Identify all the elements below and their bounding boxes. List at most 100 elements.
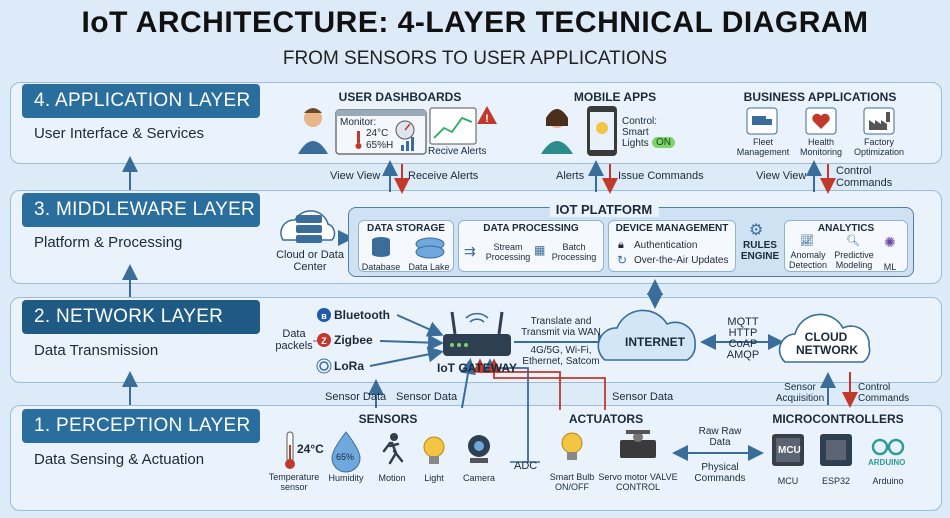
smartphone-icon xyxy=(587,106,617,156)
microcontrollers-title: MICROCONTROLLERS xyxy=(772,412,904,426)
camera-label: Camera xyxy=(462,473,495,483)
servo-motor-icon xyxy=(620,430,656,458)
arduino-logo-text: ARDUINO xyxy=(868,458,906,467)
svg-text:Z: Z xyxy=(321,336,327,346)
bluetooth-label: Bluetooth xyxy=(334,308,390,322)
data-packets-label: Data packels xyxy=(275,328,313,352)
view-view-label-2: View View xyxy=(756,170,807,182)
data-processing-title: DATA PROCESSING xyxy=(483,223,579,234)
stream-processing-label: Stream Processing xyxy=(485,242,531,262)
temperature-label: Temperature sensor xyxy=(268,472,320,492)
translate-label: Translate and Transmit via WAN xyxy=(521,316,601,338)
monitor-temp: 24°C xyxy=(366,128,389,139)
camera-icon xyxy=(468,435,490,463)
application-layer-title: 4. APPLICATION LAYER xyxy=(22,84,260,118)
protocol-amqp: AMQP xyxy=(726,349,760,361)
user-dashboards-title: USER DASHBOARDS xyxy=(338,90,462,104)
mobile-user-icon xyxy=(541,109,573,154)
protocol-http: HTTP xyxy=(728,327,758,339)
control-commands-label: Control Commands xyxy=(836,165,893,189)
predictive-icon: 🔍︎ xyxy=(846,235,860,247)
data-storage-title: DATA STORAGE xyxy=(367,223,445,234)
fleet-truck-icon xyxy=(746,107,778,135)
line-chart-icon xyxy=(429,107,477,145)
light-bulb-icon xyxy=(423,436,445,464)
bar-chart-icon xyxy=(401,137,414,151)
arrow-sensor-data-2 xyxy=(460,358,476,409)
ml-label: ML xyxy=(883,262,897,272)
perception-layer-title: 1. PERCEPTION LAYER xyxy=(22,409,260,443)
zigbee-label: Zigbee xyxy=(334,333,373,347)
humidity-value: 65% xyxy=(336,452,355,462)
lora-label: LoRa xyxy=(334,359,364,373)
internet-label: INTERNET xyxy=(625,335,685,349)
physical-commands-label: Physical Commands xyxy=(694,462,746,484)
perception-layer-subtitle: Data Sensing & Actuation xyxy=(34,451,205,468)
data-lake-label: Data Lake xyxy=(408,262,450,272)
humidity-label: Humidity xyxy=(328,473,364,483)
ml-brain-icon: ✺ xyxy=(884,234,896,250)
smart-bulb-icon xyxy=(561,432,583,460)
middleware-layer-title: 3. MIDDLEWARE LAYER xyxy=(22,193,260,227)
mcu-label: MCU xyxy=(777,476,799,486)
motion-person-icon xyxy=(382,433,404,465)
analytics-title: ANALYTICS xyxy=(817,223,875,234)
diagram-title: IoT ARCHITECTURE: 4-LAYER TECHNICAL DIAG… xyxy=(81,6,869,39)
authentication-label: Authentication xyxy=(634,240,698,251)
cloud-server-icon xyxy=(280,210,336,243)
middleware-layer-subtitle: Platform & Processing xyxy=(34,234,183,251)
svg-text:!: ! xyxy=(485,113,489,125)
smart-label: Smart xyxy=(622,127,649,138)
cloud-datacenter-label: Cloud or Data Center xyxy=(276,249,344,273)
view-view-label-1: View View xyxy=(330,170,381,182)
network-layer-subtitle: Data Transmission xyxy=(34,342,159,359)
arduino-label: Arduino xyxy=(872,476,904,486)
arrow-zigbee-gateway xyxy=(379,334,444,351)
application-layer-subtitle: User Interface & Services xyxy=(34,125,205,142)
mcu-chip-text: MCU xyxy=(778,445,801,456)
lora-icon xyxy=(316,358,332,374)
sensors-title: SENSORS xyxy=(358,412,418,426)
diagram-subtitle: FROM SENSORS TO USER APPLICATIONS xyxy=(282,48,668,69)
gauge-icon xyxy=(395,120,415,140)
protocol-mqtt: MQTT xyxy=(727,316,759,328)
alert-icon: ! xyxy=(477,106,497,125)
network-layer-title: 2. NETWORK LAYER xyxy=(22,300,260,334)
temperature-value: 24°C xyxy=(297,442,324,456)
mcu-chip-icon xyxy=(772,434,804,466)
internet-cloud-icon xyxy=(597,309,696,361)
cloud-network-icon xyxy=(778,313,871,363)
predictive-label: Predictive Modeling xyxy=(834,250,874,270)
monitor-label: Monitor: xyxy=(340,117,377,128)
gear-icon: ⚙ xyxy=(749,222,764,239)
gateway-label: IoT GATEWAY xyxy=(436,361,518,375)
cloud-network-label: CLOUD NETWORK xyxy=(796,330,858,357)
servo-label: Servo motor VALVE CONTROL xyxy=(598,472,678,492)
stream-icon: ⇉ xyxy=(464,243,476,259)
analytics-box xyxy=(784,220,908,272)
rules-engine-label: RULES ENGINE xyxy=(740,240,780,262)
sensor-data-label-1: Sensor Data xyxy=(325,391,387,403)
svg-text:ʙ: ʙ xyxy=(321,311,327,321)
monitor-humidity: 65%H xyxy=(366,140,394,151)
wan-label: 4G/5G, Wi-Fi, Ethernet, Satcom xyxy=(522,345,600,367)
arrow-actuator-to-gateway xyxy=(472,358,561,410)
adc-label: ADC xyxy=(514,460,538,472)
batch-icon: ▦ xyxy=(534,243,546,257)
mobile-apps-title: MOBILE APPS xyxy=(573,90,657,104)
health-label: Health Monitoring xyxy=(799,137,843,157)
fleet-label: Fleet Management xyxy=(736,137,790,157)
zigbee-icon: Z xyxy=(317,333,331,347)
data-lake-icon xyxy=(415,237,445,259)
factory-icon xyxy=(863,107,895,135)
on-toggle[interactable]: ON xyxy=(652,137,675,148)
arrow-bluetooth-gateway xyxy=(396,314,444,337)
database-icon xyxy=(372,237,390,257)
humidity-drop-icon xyxy=(331,431,361,473)
esp32-chip-icon xyxy=(820,434,852,466)
sensor-data-label-3: Sensor Data xyxy=(612,391,674,403)
health-heart-icon xyxy=(805,107,837,135)
device-management-title: DEVICE MANAGEMENT xyxy=(615,223,729,234)
motion-label: Motion xyxy=(378,473,406,483)
lock-icon: 🔒︎ xyxy=(618,239,624,251)
